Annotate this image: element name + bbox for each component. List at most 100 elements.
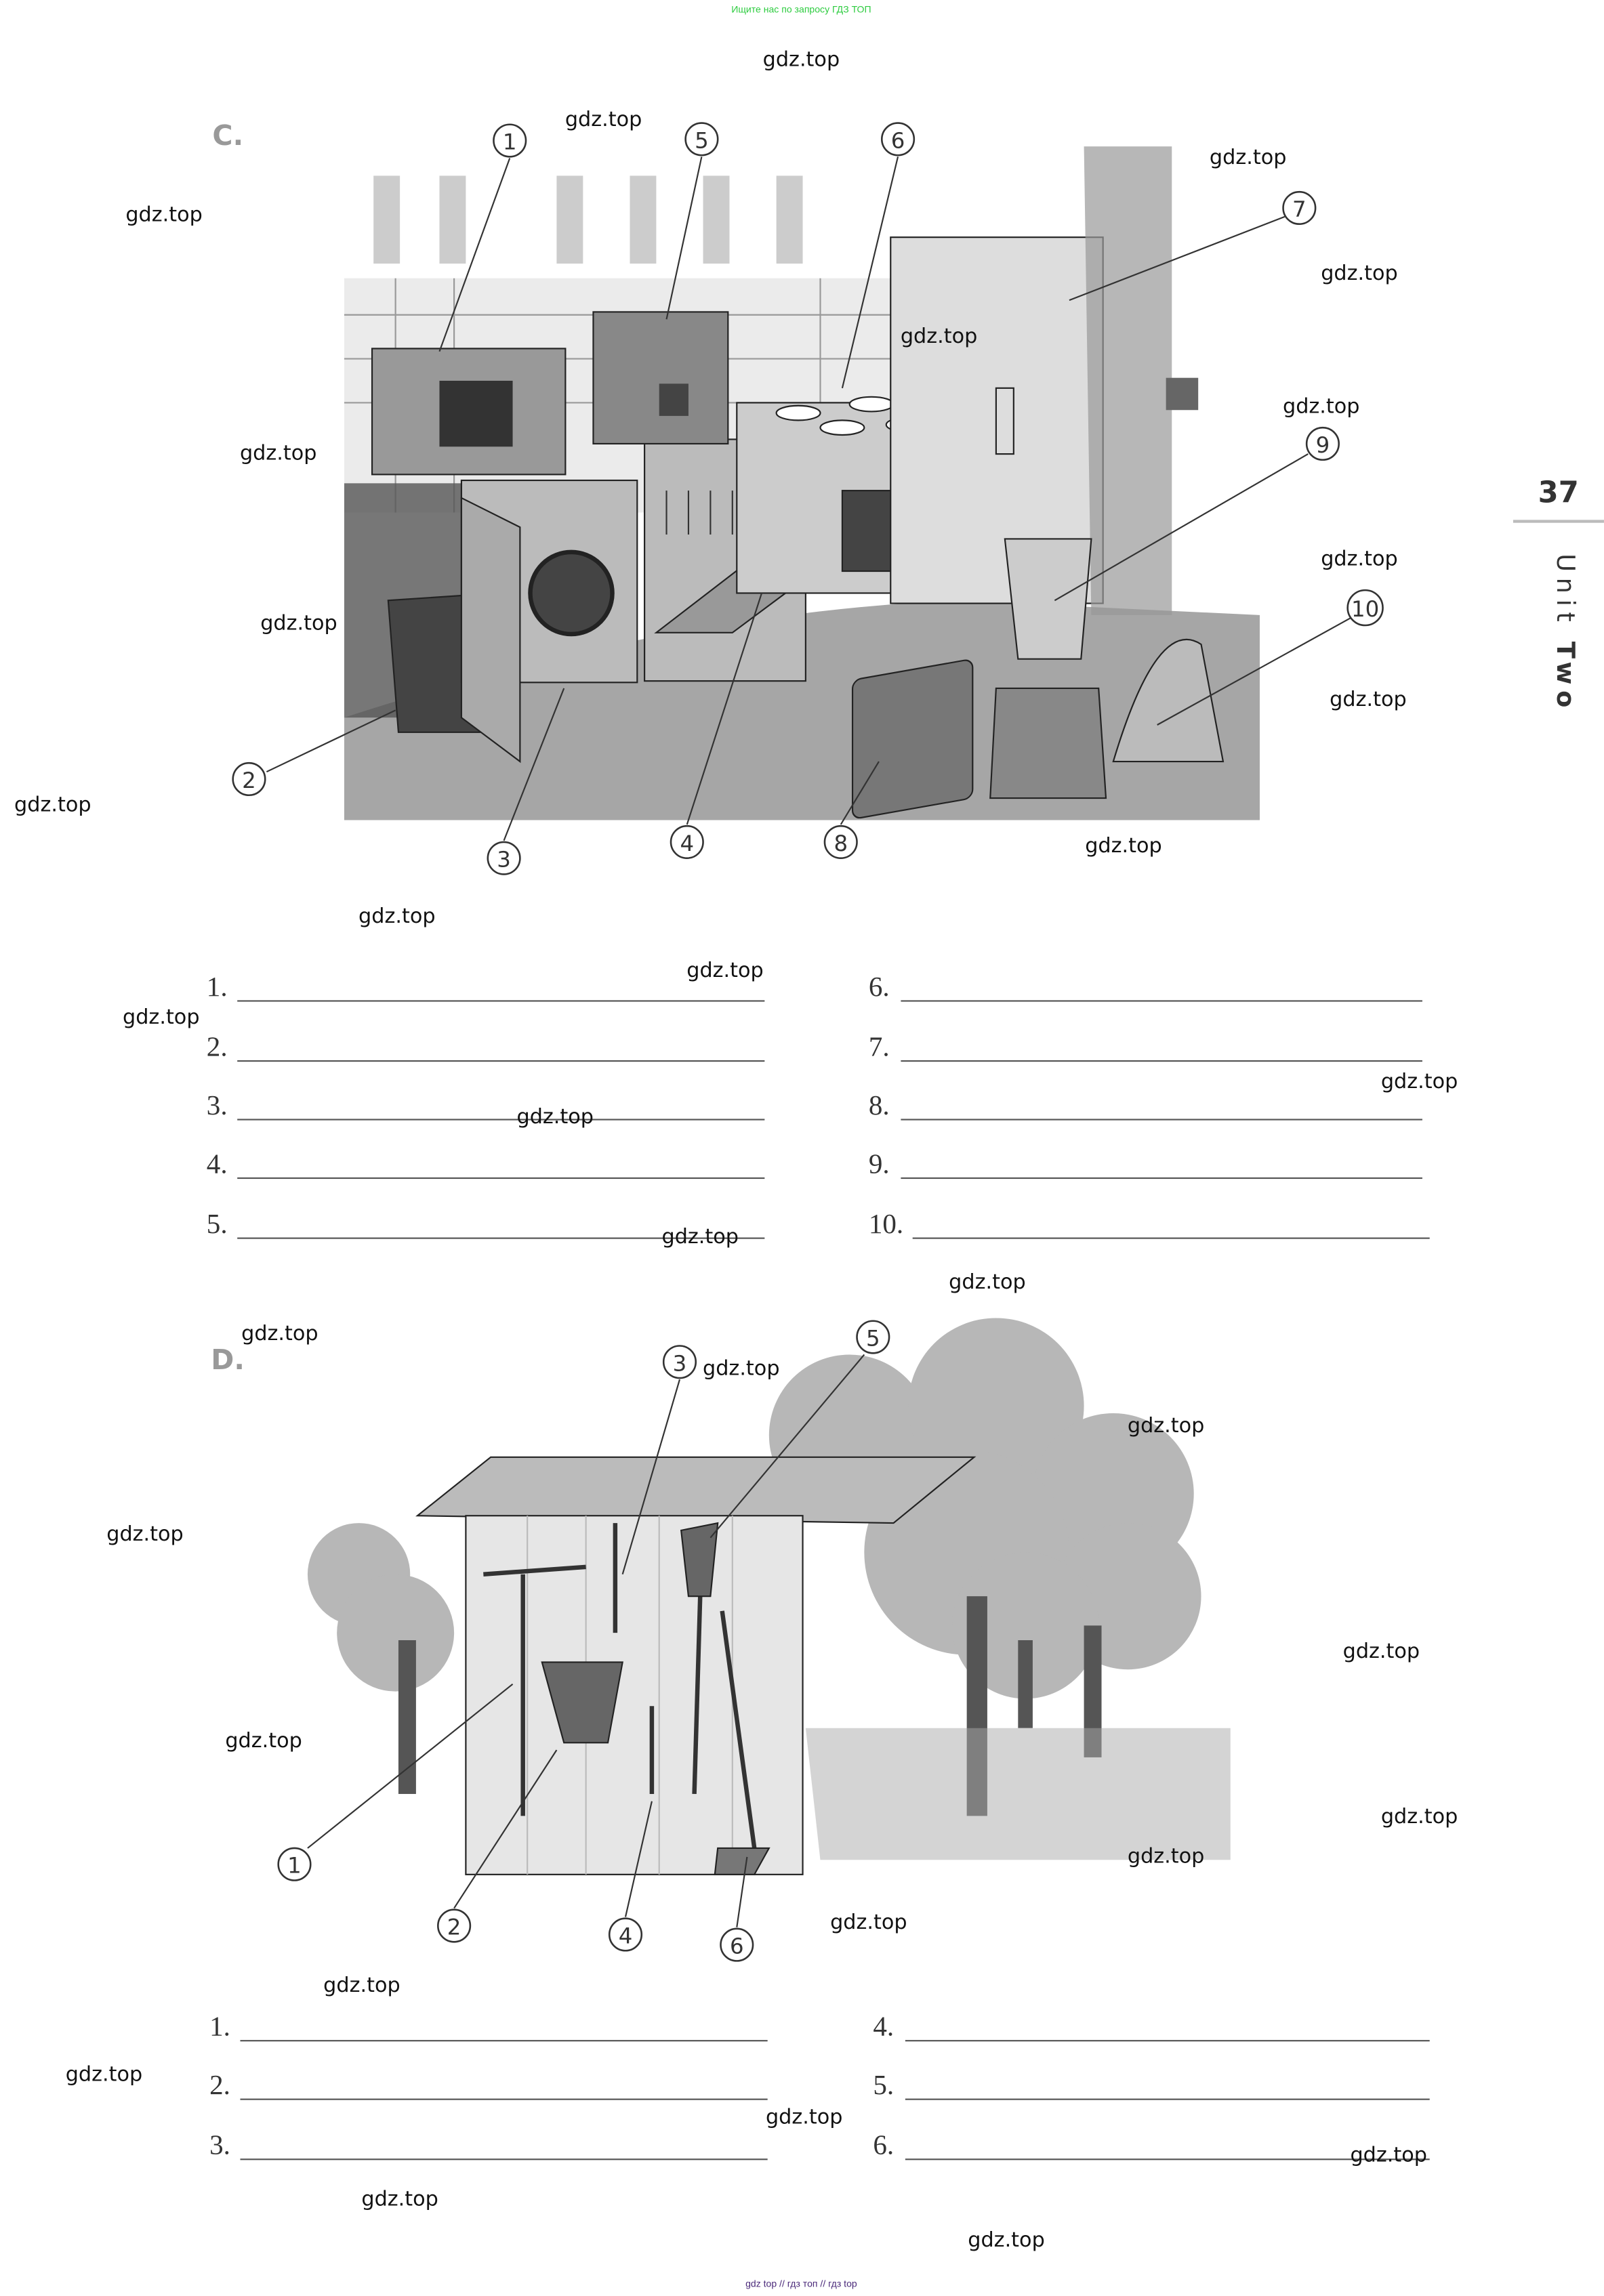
answer-c-2-line[interactable] bbox=[237, 1060, 765, 1062]
callout-c-9: 9 bbox=[1305, 426, 1340, 461]
callout-c-6: 6 bbox=[880, 122, 916, 156]
watermark: gdz.top bbox=[1127, 1415, 1205, 1438]
footer-note: gdz top // гдз топ // гдз top bbox=[745, 2279, 857, 2290]
watermark: gdz.top bbox=[1321, 262, 1398, 286]
callout-leaders bbox=[266, 156, 1351, 1927]
answer-d-1-line[interactable] bbox=[240, 2040, 768, 2042]
unit-word: Unit bbox=[1549, 554, 1580, 628]
svg-text:1: 1 bbox=[503, 129, 517, 154]
callout-c-7: 7 bbox=[1282, 190, 1317, 226]
svg-text:1: 1 bbox=[287, 1853, 302, 1879]
watermark: gdz.top bbox=[1321, 547, 1398, 572]
answer-c-10-number: 10. bbox=[868, 1209, 904, 1240]
watermark: gdz.top bbox=[14, 793, 91, 818]
watermark: gdz.top bbox=[661, 1226, 739, 1249]
answer-c-7-number: 7. bbox=[868, 1032, 890, 1064]
watermark: gdz.top bbox=[1350, 2144, 1427, 2168]
callout-d-6: 6 bbox=[720, 1927, 754, 1962]
page-number-divider bbox=[1513, 520, 1604, 523]
answer-d-3-number: 3. bbox=[209, 2131, 230, 2162]
watermark: gdz.top bbox=[703, 1357, 780, 1381]
watermark: gdz.top bbox=[106, 1523, 184, 1547]
answer-d-2-line[interactable] bbox=[240, 2098, 768, 2100]
watermark: gdz.top bbox=[900, 325, 978, 349]
watermark: gdz.top bbox=[260, 612, 337, 636]
svg-text:3: 3 bbox=[673, 1350, 687, 1376]
watermark: gdz.top bbox=[361, 2188, 438, 2212]
watermark: gdz.top bbox=[1342, 1640, 1420, 1664]
answer-c-3-line[interactable] bbox=[237, 1119, 765, 1121]
answer-c-8-number: 8. bbox=[868, 1091, 890, 1122]
answer-d-5-number: 5. bbox=[873, 2070, 894, 2102]
shed-illustration bbox=[307, 1318, 1231, 1875]
answer-c-1-line[interactable] bbox=[237, 1000, 765, 1002]
answer-c-10-line[interactable] bbox=[912, 1237, 1430, 1239]
watermark: gdz.top bbox=[125, 203, 203, 228]
watermark: gdz.top bbox=[516, 1106, 594, 1129]
answer-d-2-number: 2. bbox=[209, 2070, 230, 2102]
answer-d-3-line[interactable] bbox=[240, 2158, 768, 2161]
svg-text:8: 8 bbox=[834, 831, 848, 856]
unit-number: Two bbox=[1549, 641, 1580, 714]
svg-text:9: 9 bbox=[1316, 432, 1330, 458]
callout-c-4: 4 bbox=[670, 825, 704, 859]
answer-c-1-number: 1. bbox=[206, 972, 228, 1003]
answer-d-4-line[interactable] bbox=[905, 2040, 1430, 2042]
callout-c-5: 5 bbox=[684, 122, 719, 156]
page-number: 37 bbox=[1538, 474, 1579, 510]
watermark: gdz.top bbox=[323, 1974, 400, 1998]
answer-c-8-line[interactable] bbox=[901, 1119, 1422, 1121]
watermark: gdz.top bbox=[830, 1911, 907, 1935]
callout-c-8: 8 bbox=[823, 825, 858, 859]
svg-text:7: 7 bbox=[1292, 196, 1307, 222]
answer-c-6-number: 6. bbox=[868, 972, 890, 1003]
svg-text:2: 2 bbox=[447, 1914, 461, 1940]
svg-text:10: 10 bbox=[1351, 596, 1379, 622]
callout-c-10: 10 bbox=[1346, 589, 1384, 627]
watermark: gdz.top bbox=[1209, 146, 1287, 170]
unit-label: Unit Two bbox=[1550, 554, 1579, 713]
svg-text:2: 2 bbox=[242, 768, 256, 793]
callout-d-5: 5 bbox=[856, 1320, 890, 1354]
watermark: gdz.top bbox=[1283, 395, 1360, 419]
watermark: gdz.top bbox=[762, 48, 840, 72]
watermark: gdz.top bbox=[1380, 1806, 1458, 1829]
svg-text:4: 4 bbox=[680, 831, 694, 856]
watermark: gdz.top bbox=[239, 442, 317, 466]
watermark: gdz.top bbox=[1127, 1845, 1205, 1869]
callout-d-1: 1 bbox=[277, 1847, 312, 1881]
watermark: gdz.top bbox=[1330, 688, 1407, 712]
watermark: gdz.top bbox=[1380, 1070, 1458, 1094]
callout-c-3: 3 bbox=[487, 841, 521, 875]
watermark: gdz.top bbox=[968, 2228, 1045, 2253]
svg-text:4: 4 bbox=[619, 1923, 633, 1948]
answer-c-5-number: 5. bbox=[206, 1209, 228, 1240]
watermark: gdz.top bbox=[241, 1322, 318, 1346]
answer-c-9-number: 9. bbox=[868, 1149, 890, 1181]
svg-text:5: 5 bbox=[866, 1326, 880, 1352]
answer-c-5-line[interactable] bbox=[237, 1237, 765, 1239]
answer-c-6-line[interactable] bbox=[901, 1000, 1422, 1002]
answer-c-7-line[interactable] bbox=[901, 1060, 1422, 1062]
answer-d-1-number: 1. bbox=[209, 2012, 230, 2043]
section-d-callouts: 1 2 3 4 5 6 bbox=[277, 1320, 890, 1962]
answer-c-2-number: 2. bbox=[206, 1032, 228, 1064]
watermark: gdz.top bbox=[123, 1006, 200, 1030]
watermark: gdz.top bbox=[949, 1271, 1026, 1295]
section-c-callouts: 1 2 3 4 5 6 7 8 9 10 bbox=[232, 122, 1384, 875]
answer-c-4-line[interactable] bbox=[237, 1177, 765, 1180]
answer-d-5-line[interactable] bbox=[905, 2098, 1430, 2100]
watermark: gdz.top bbox=[765, 2106, 843, 2129]
watermark: gdz.top bbox=[686, 959, 764, 983]
watermark: gdz.top bbox=[1085, 835, 1162, 858]
section-d-label: D. bbox=[211, 1344, 245, 1377]
svg-text:3: 3 bbox=[497, 847, 511, 873]
callout-d-2: 2 bbox=[437, 1908, 472, 1943]
section-c-label: C. bbox=[212, 120, 244, 152]
answer-d-6-line[interactable] bbox=[905, 2158, 1430, 2161]
answer-c-9-line[interactable] bbox=[901, 1177, 1422, 1180]
watermark: gdz.top bbox=[564, 108, 642, 132]
callout-d-4: 4 bbox=[608, 1917, 643, 1952]
